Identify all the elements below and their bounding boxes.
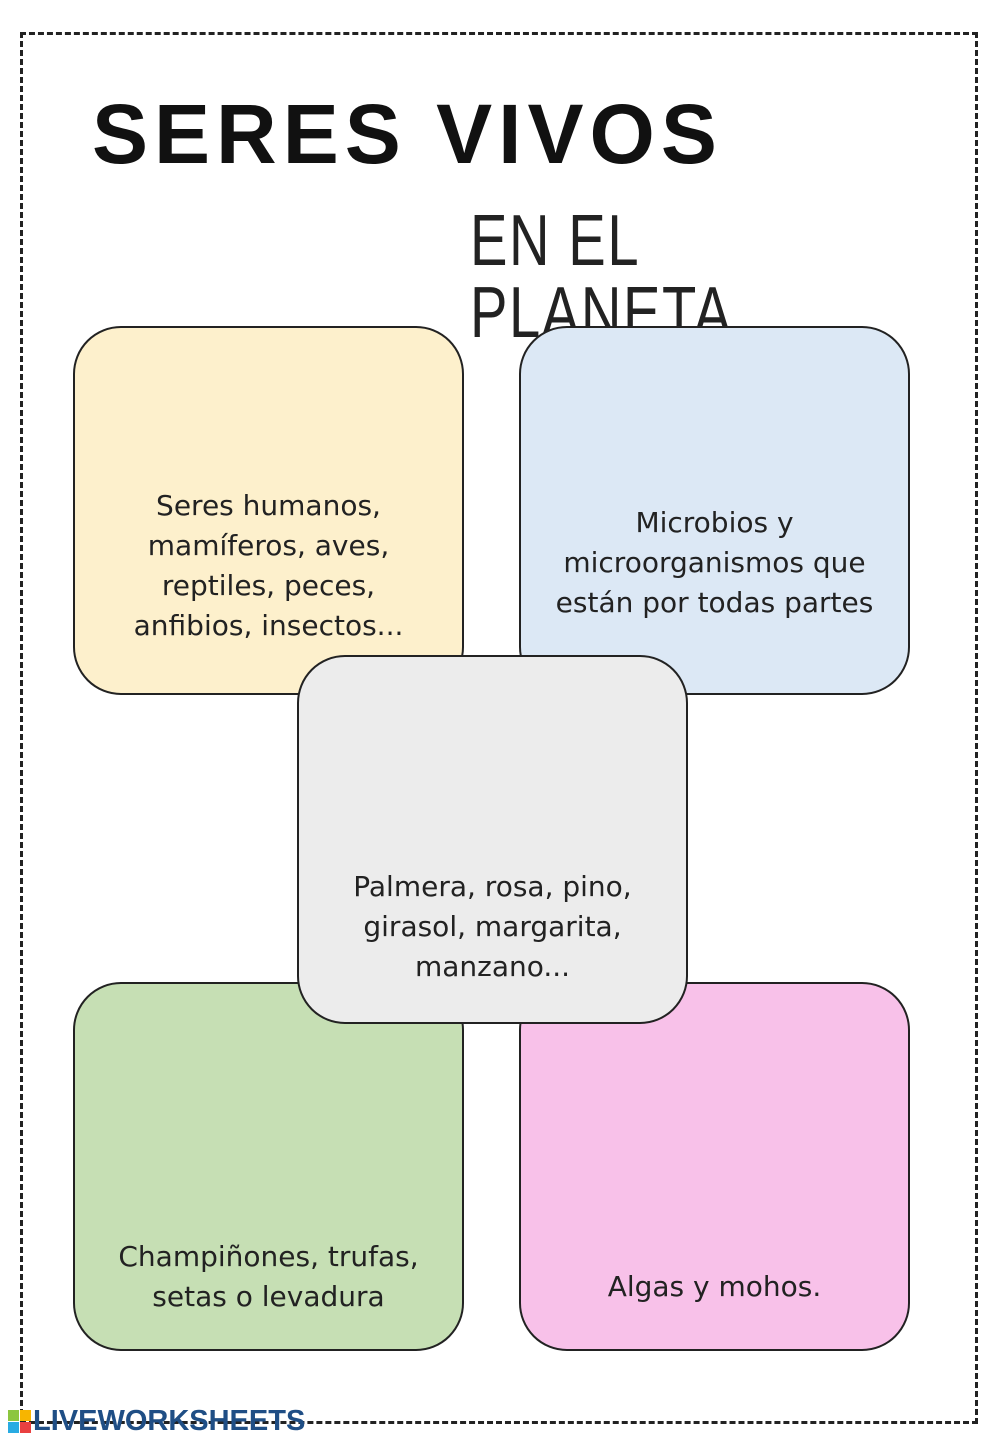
box-fungi-text: Champiñones, trufas, setas o levadura xyxy=(118,1240,419,1313)
logo-text: LIVEWORKSHEETS xyxy=(33,1405,306,1437)
page-title: SERES VIVOS xyxy=(92,87,723,181)
box-algae[interactable]: Algas y mohos. xyxy=(519,982,910,1351)
box-microbes-text: Microbios y microorganismos que están po… xyxy=(555,506,874,619)
liveworksheets-logo: LIVEWORKSHEETS xyxy=(8,1405,305,1438)
box-plants-text: Palmera, rosa, pino, girasol, margarita,… xyxy=(353,870,632,983)
box-algae-text: Algas y mohos. xyxy=(607,1270,822,1303)
logo-cubes-icon xyxy=(8,1410,31,1433)
box-microbes[interactable]: Microbios y microorganismos que están po… xyxy=(519,326,910,695)
box-animals-text: Seres humanos, mamíferos, aves, reptiles… xyxy=(133,489,404,642)
box-animals[interactable]: Seres humanos, mamíferos, aves, reptiles… xyxy=(73,326,464,695)
box-fungi[interactable]: Champiñones, trufas, setas o levadura xyxy=(73,982,464,1351)
dashed-border xyxy=(20,32,978,1424)
box-plants[interactable]: Palmera, rosa, pino, girasol, margarita,… xyxy=(297,655,688,1024)
